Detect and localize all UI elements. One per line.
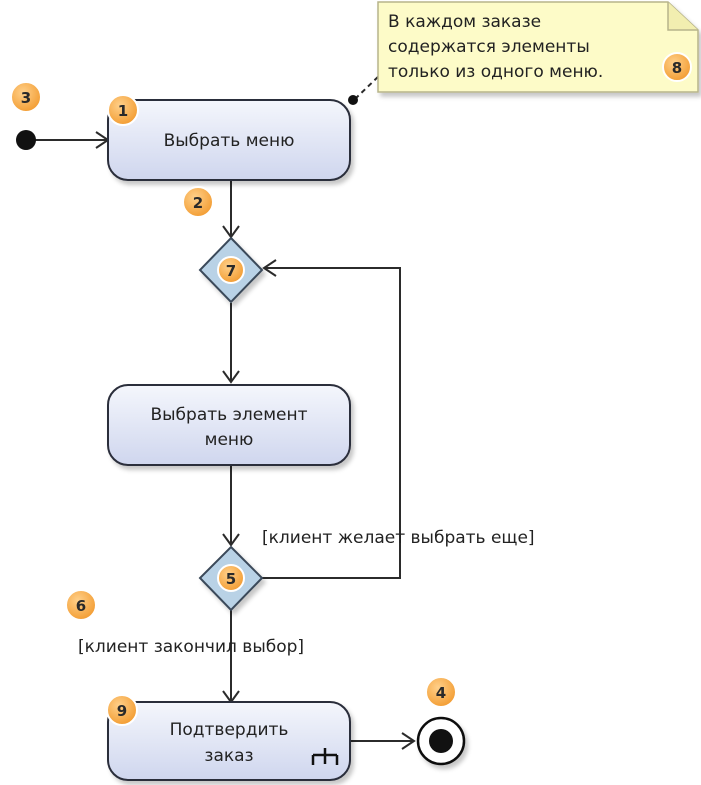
action-confirm-order: Подтвердить заказ	[107, 701, 351, 781]
badge-1-label: 1	[118, 102, 128, 120]
action-choose-menu: Выбрать меню	[107, 99, 351, 181]
guard-more-label: [клиент желает выбрать еще]	[262, 528, 535, 548]
badge-4-label: 4	[436, 684, 446, 702]
arrowhead-decision	[222, 533, 240, 547]
action-confirm-label-line2: заказ	[204, 746, 253, 766]
arrowhead-loop	[262, 259, 277, 277]
initial-node	[16, 130, 36, 150]
badge-5: 5	[217, 564, 245, 592]
badge-7-label: 7	[226, 262, 236, 280]
badge-6-label: 6	[76, 597, 86, 615]
badge-2: 2	[182, 186, 214, 218]
badge-6: 6	[65, 589, 97, 621]
badge-5-label: 5	[226, 570, 236, 588]
badge-7: 7	[217, 256, 245, 284]
badge-8: 8	[662, 52, 692, 82]
badge-2-label: 2	[193, 194, 203, 212]
badge-3: 3	[10, 81, 42, 113]
action-choose-menu-label: Выбрать меню	[164, 131, 295, 151]
action-choose-item-label-line1: Выбрать элемент	[150, 405, 307, 425]
arrowhead-final	[401, 732, 416, 750]
badge-1: 1	[107, 94, 139, 126]
badge-9: 9	[106, 694, 138, 726]
note-line3: только из одного меню.	[388, 62, 603, 82]
note-line2: содержатся элементы	[388, 37, 590, 57]
badge-4: 4	[425, 676, 457, 708]
final-node	[416, 716, 466, 766]
action-confirm-label-line1: Подтвердить	[170, 720, 289, 740]
action-choose-item-label-line2: меню	[205, 430, 254, 450]
badge-9-label: 9	[117, 702, 127, 720]
badge-3-label: 3	[21, 89, 31, 107]
action-choose-item: Выбрать элемент меню	[107, 384, 351, 466]
note-anchor-dot	[348, 95, 358, 105]
guard-done-label: [клиент закончил выбор]	[78, 637, 304, 657]
note-line1: В каждом заказе	[388, 12, 541, 32]
arrowhead-choose-item	[222, 370, 240, 384]
connectors	[34, 72, 416, 750]
badge-8-label: 8	[672, 59, 682, 77]
note: В каждом заказе содержатся элементы толь…	[377, 1, 699, 93]
flow-loop-back	[262, 267, 401, 579]
subactivity-rake-icon	[311, 748, 339, 765]
